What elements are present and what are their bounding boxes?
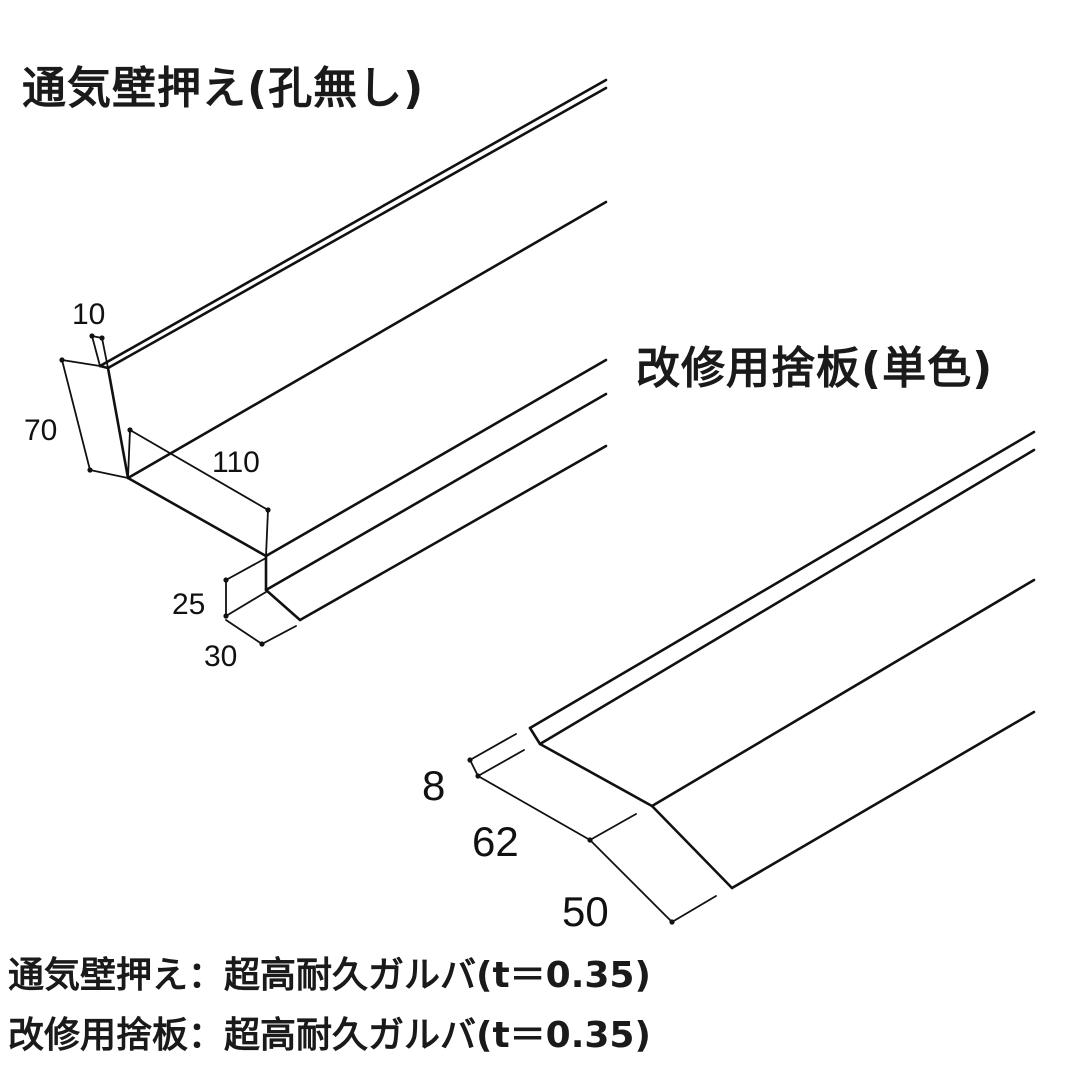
- part1-title: 通気壁押え(孔無し): [22, 63, 425, 114]
- spec-line-1: 通気壁押え：超高耐久ガルバ(t＝0.35): [8, 955, 651, 996]
- spec-line-2: 改修用捨板：超高耐久ガルバ(t＝0.35): [8, 1015, 651, 1056]
- dim-10: 10: [72, 298, 105, 331]
- dim-62: 62: [472, 818, 519, 865]
- dim-110: 110: [212, 446, 260, 479]
- dim-25: 25: [172, 588, 205, 621]
- dim-70: 70: [24, 414, 57, 447]
- part2-title: 改修用捨板(単色): [636, 343, 994, 394]
- dim-8: 8: [422, 762, 445, 809]
- part1-dimension-labels: 10 70 110 25 30: [24, 298, 260, 673]
- part1-profile: [98, 78, 608, 622]
- part2-profile: [528, 430, 1036, 890]
- part2-dimension-labels: 8 62 50: [422, 762, 609, 935]
- dim-50: 50: [562, 888, 609, 935]
- part1-dimension-lines: [59, 333, 297, 647]
- dim-30: 30: [204, 640, 237, 673]
- part2-dimension-lines: [467, 733, 717, 925]
